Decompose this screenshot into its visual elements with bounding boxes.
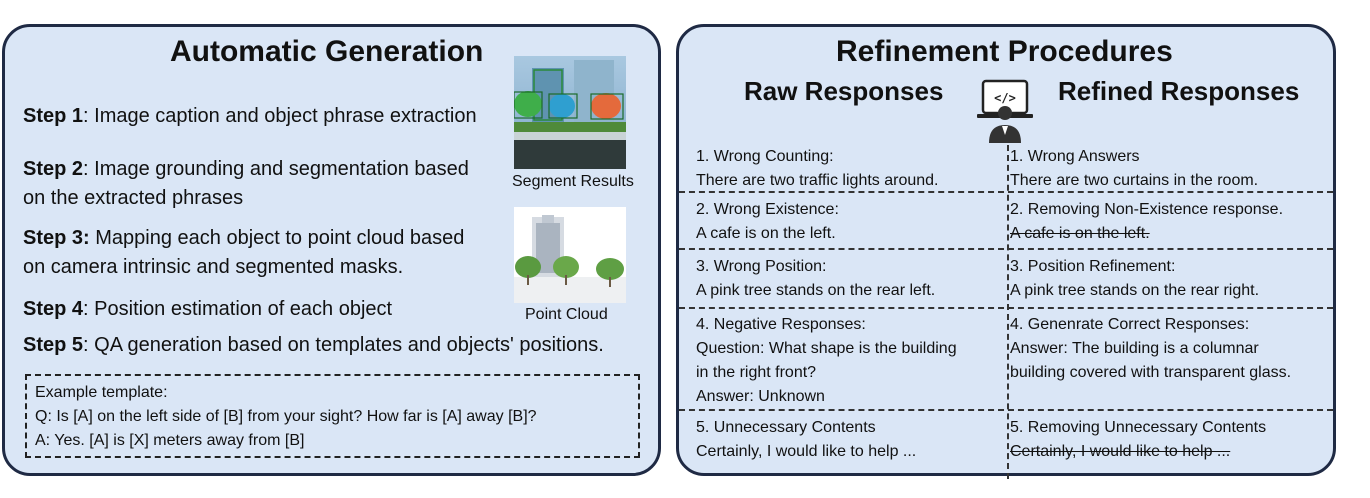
point-cloud-image bbox=[514, 207, 626, 303]
template-question: Q: Is [A] on the left side of [B] from y… bbox=[35, 408, 537, 425]
step-text: Position estimation of each object bbox=[94, 298, 393, 320]
refinement-procedures-title: Refinement Procedures bbox=[836, 35, 1173, 68]
step-text: Image grounding and segmentation based bbox=[94, 158, 469, 180]
developer-icon: </> bbox=[975, 79, 1035, 143]
step-label: Step 5 bbox=[23, 334, 84, 356]
step-label: Step 3: bbox=[23, 227, 90, 249]
refined-responses-header: Refined Responses bbox=[1058, 76, 1300, 106]
step-text: Image caption and object phrase extracti… bbox=[94, 105, 477, 127]
step-label: Step 4 bbox=[23, 298, 84, 320]
segment-results-caption: Segment Results bbox=[512, 173, 634, 190]
raw-responses-header: Raw Responses bbox=[744, 76, 944, 106]
raw-response-row-2: 2. Wrong Existence:A cafe is on the left… bbox=[696, 201, 839, 242]
automatic-generation-title: Automatic Generation bbox=[170, 35, 484, 68]
raw-response-row-4: 4. Negative Responses:Question: What sha… bbox=[696, 316, 957, 405]
raw-response-row-1: 1. Wrong Counting:There are two traffic … bbox=[696, 148, 939, 189]
step-1: Step 1: Image caption and object phrase … bbox=[23, 105, 477, 127]
raw-response-row-3: 3. Wrong Position:A pink tree stands on … bbox=[696, 258, 936, 299]
step-text: QA generation based on templates and obj… bbox=[94, 334, 604, 356]
row-divider bbox=[679, 248, 1333, 250]
segment-results-image bbox=[514, 56, 626, 169]
step-text: on camera intrinsic and segmented masks. bbox=[23, 256, 404, 278]
step-label: Step 2 bbox=[23, 158, 84, 180]
refined-response-row-4: 4. Genenrate Correct Responses:Answer: T… bbox=[1010, 316, 1292, 381]
step-4: Step 4: Position estimation of each obje… bbox=[23, 298, 393, 320]
row-divider bbox=[679, 409, 1333, 411]
refinement-procedures-panel: Refinement Procedures Raw Responses Refi… bbox=[676, 24, 1336, 479]
column-divider bbox=[1007, 145, 1009, 479]
row-divider bbox=[679, 191, 1333, 193]
step-2: Step 2: Image grounding and segmentation… bbox=[23, 158, 469, 209]
step-5: Step 5: QA generation based on templates… bbox=[23, 334, 604, 356]
template-answer: A: Yes. [A] is [X] meters away from [B] bbox=[35, 432, 305, 449]
refined-response-row-3: 3. Position Refinement:A pink tree stand… bbox=[1010, 258, 1260, 299]
step-label: Step 1 bbox=[23, 105, 84, 127]
svg-text:</>: </> bbox=[994, 91, 1016, 105]
struck-text: Certainly, I would like to help ... bbox=[1010, 443, 1231, 460]
point-cloud-caption: Point Cloud bbox=[525, 306, 608, 323]
template-heading: Example template: bbox=[35, 384, 168, 401]
step-text: Mapping each object to point cloud based bbox=[95, 227, 465, 249]
step-text: on the extracted phrases bbox=[23, 187, 244, 209]
refined-response-row-2: 2. Removing Non-Existence response.A caf… bbox=[1010, 198, 1283, 246]
row-divider bbox=[679, 307, 1333, 309]
struck-text: A cafe is on the left. bbox=[1010, 225, 1150, 242]
example-template-box: Example template: Q: Is [A] on the left … bbox=[25, 374, 640, 458]
automatic-generation-panel: Automatic Generation Step 1: Image capti… bbox=[2, 24, 661, 476]
step-3: Step 3: Mapping each object to point clo… bbox=[23, 224, 464, 282]
